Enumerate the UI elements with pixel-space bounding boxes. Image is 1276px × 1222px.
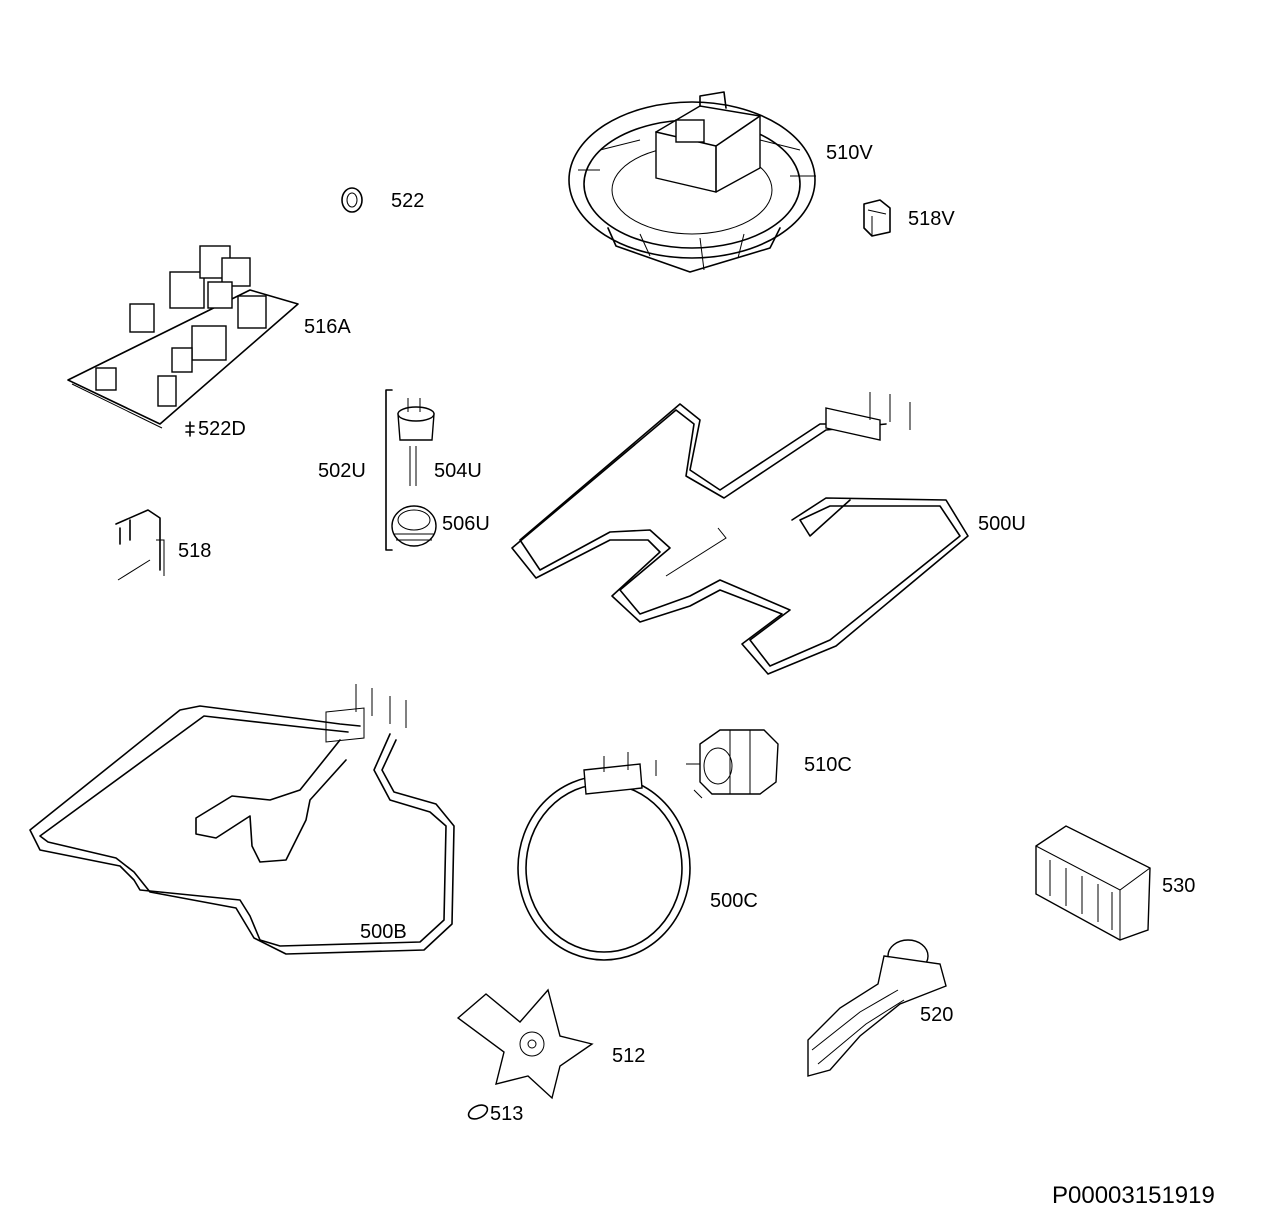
- part-522d-fastener: [185, 421, 195, 437]
- label-510v: 510V: [826, 142, 873, 164]
- part-504u-cap: [397, 398, 435, 486]
- label-522d: 522D: [198, 418, 246, 440]
- label-500b: 500B: [360, 921, 407, 943]
- part-512-fan-blade: [456, 988, 594, 1100]
- document-id: P00003151919: [1052, 1182, 1215, 1209]
- label-502u: 502U: [318, 460, 366, 482]
- part-502u-group-bracket: [385, 389, 393, 551]
- part-522-clip: [341, 187, 363, 213]
- part-516a-control-board: [67, 245, 299, 429]
- part-518v-bracket: [863, 199, 891, 237]
- part-518-sensor-bracket: [115, 509, 165, 581]
- label-520: 520: [920, 1004, 954, 1026]
- label-513: 513: [490, 1103, 524, 1125]
- part-510v-fan-motor: [568, 91, 816, 273]
- label-518v: 518V: [908, 208, 955, 230]
- label-522: 522: [391, 190, 425, 212]
- part-513-nut: [467, 1104, 489, 1120]
- part-500c-ring-heater: [517, 752, 691, 961]
- label-504u: 504U: [434, 460, 482, 482]
- label-530: 530: [1162, 875, 1196, 897]
- part-530-terminal-block: [1035, 825, 1151, 941]
- part-520-selector-switch: [807, 939, 947, 1077]
- part-500b-bottom-heater: [29, 684, 455, 955]
- label-512: 512: [612, 1045, 646, 1067]
- part-500u-upper-heater: [511, 392, 969, 675]
- label-510c: 510C: [804, 754, 852, 776]
- label-506u: 506U: [442, 513, 490, 535]
- label-500c: 500C: [710, 890, 758, 912]
- label-518: 518: [178, 540, 212, 562]
- part-510c-convection-motor: [686, 729, 779, 799]
- label-500u: 500U: [978, 513, 1026, 535]
- label-516a: 516A: [304, 316, 351, 338]
- part-506u-lamp-cover: [391, 505, 437, 547]
